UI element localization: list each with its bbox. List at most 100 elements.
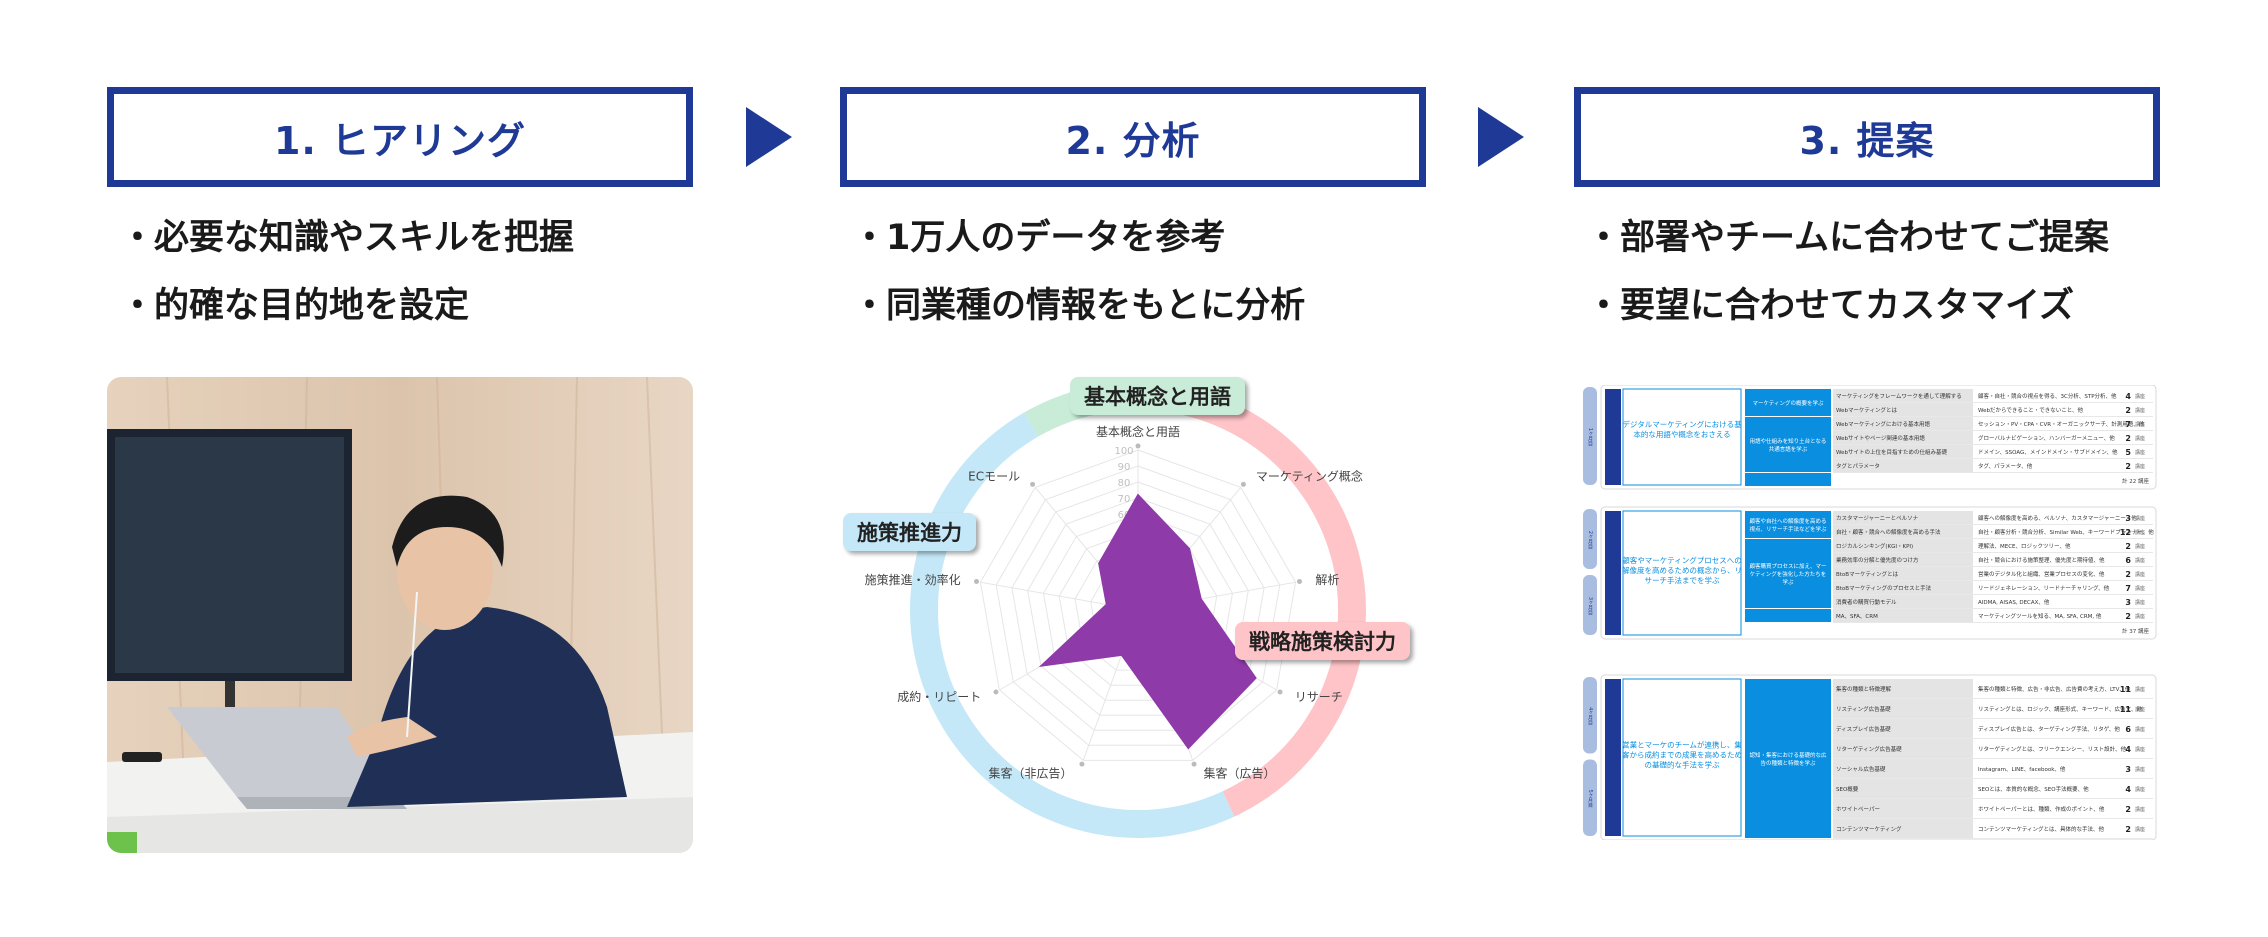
bullet-mark: ・ — [852, 217, 888, 258]
radar-axis-dot — [1240, 481, 1246, 487]
row-item-text: BtoBマーケティングとは — [1836, 570, 1899, 578]
group-label-line: 顧客や自社への解像度を高める — [1749, 517, 1826, 525]
row-item-cell — [1833, 699, 1973, 718]
hearing-photo — [107, 377, 693, 853]
radar-axis-label: リサーチ — [1295, 690, 1343, 704]
row-desc-cell — [1975, 431, 2109, 444]
row-desc-text: Webだからできること・できないこと、他 — [1978, 406, 2083, 414]
row-desc-cell — [1975, 417, 2109, 430]
row-unit: 講座 — [2135, 686, 2145, 693]
block-title-box — [1622, 388, 1742, 486]
row-item-cell — [1833, 779, 1973, 798]
month-label: 5ヶ月目 — [1587, 790, 1593, 810]
row-item-cell — [1833, 759, 1973, 778]
block-title-line: の基礎的な手法を学ぶ — [1645, 760, 1720, 770]
row-desc-text: コンテンツマーケティングとは、具体的な手法、他 — [1978, 825, 2105, 833]
bullet-mark: ・ — [1586, 285, 1622, 326]
month-tab — [1583, 387, 1597, 485]
month-tab — [1583, 677, 1597, 754]
arrow-right-icon — [1478, 107, 1524, 167]
row-unit: 講座 — [2135, 726, 2145, 733]
row-count: 2 — [2125, 825, 2131, 834]
row-desc-cell — [1975, 567, 2109, 580]
block-title-box — [1622, 510, 1742, 636]
row-desc-text: リスティングとは、ロジック、講座形式、キーワード、広告文、他 — [1978, 705, 2142, 713]
group-label-line: ケティングを強化した方たちを — [1750, 570, 1827, 578]
block-title-line: 営業とマーケのチームが連携し、集 — [1622, 740, 1742, 750]
row-desc-cell — [1975, 679, 2109, 698]
row-item-text: 消費者の購買行動モデル — [1836, 598, 1897, 606]
radar-axis-label: 集客（広告） — [1204, 766, 1276, 781]
radar-scale-tick: 90 — [1118, 462, 1131, 473]
row-desc-cell — [1975, 389, 2109, 402]
zone-strategy — [1179, 386, 1366, 817]
row-item-cell — [1833, 431, 1973, 444]
block-number: 03 — [1604, 751, 1622, 767]
row-desc-text: グローバルナビゲーション、ハンバーガーメニュー、他 — [1978, 434, 2115, 442]
group-label-line: マーケティングの概要を学ぶ — [1752, 399, 1824, 407]
row-unit: 講座 — [2135, 557, 2145, 564]
month-tab — [1583, 759, 1597, 836]
row-unit: 講座 — [2135, 806, 2145, 813]
row-item-cell — [1833, 511, 1973, 524]
block-total: 計 22 講座 — [2122, 477, 2149, 485]
row-desc-cell — [1975, 403, 2109, 416]
radar-scale-tick: 100 — [1114, 446, 1133, 457]
row-count: 2 — [2125, 542, 2131, 551]
row-desc-cell — [1975, 459, 2109, 472]
row-unit: 講座 — [2135, 585, 2145, 592]
radar-axis-dot — [1297, 579, 1303, 585]
block-title-line: サーチ手法までを学ぶ — [1645, 575, 1720, 585]
row-item-cell — [1833, 819, 1973, 838]
row-item-text: Webサイトの上位を目指すための仕組み基礎 — [1836, 448, 1947, 456]
month-label: 1ヶ月目 — [1587, 428, 1593, 448]
row-desc-text: AIDMA, AISAS, DECAX、他 — [1978, 598, 2050, 606]
step-title: 1. ヒアリング — [273, 118, 527, 163]
row-unit: 講座 — [2135, 515, 2145, 522]
row-count: 2 — [2125, 570, 2131, 579]
radar-axis-label: 解析 — [1315, 573, 1339, 587]
row-desc-cell — [1975, 739, 2109, 758]
row-item-cell — [1833, 459, 1973, 472]
row-item-cell — [1833, 403, 1973, 416]
row-unit: 講座 — [2135, 407, 2145, 414]
step-title: 3. 提案 — [1799, 118, 1935, 163]
row-item-cell — [1833, 525, 1973, 538]
skill-radar-chart: 102030405060708090100 基本概念と用語マーケティング概念解析… — [840, 370, 1440, 860]
radar-axis-label: ECモール — [968, 470, 1020, 484]
row-count: 2 — [2125, 462, 2131, 471]
row-desc-cell — [1975, 799, 2109, 818]
radar-axis-dot — [1191, 761, 1197, 767]
row-desc-cell — [1975, 759, 2109, 778]
row-desc-text: Instagram、LINE、facebook、他 — [1978, 765, 2066, 773]
step-header-proposal: 3. 提案 — [1574, 87, 2160, 187]
row-item-cell — [1833, 581, 1973, 594]
radar-axis-dot — [973, 579, 979, 585]
group-label-line: 視点、リサーチ手法などを学ぶ — [1749, 525, 1827, 533]
row-unit: 講座 — [2135, 529, 2145, 536]
row-desc-cell — [1975, 525, 2109, 538]
group-cell — [1745, 417, 1831, 472]
step-header-hearing: 1. ヒアリング — [107, 87, 693, 187]
row-count: 6 — [2125, 725, 2131, 734]
group-label-line: 用語や仕組みを知り土台となる — [1750, 437, 1827, 445]
step-title: 2. 分析 — [1065, 118, 1201, 163]
row-count: 2 — [2125, 406, 2131, 415]
row-desc-cell — [1975, 445, 2109, 458]
row-item-text: リスティング広告基礎 — [1836, 705, 1891, 713]
bullet-item: ・同業種の情報をもとに分析 — [852, 268, 1452, 336]
row-unit: 講座 — [2135, 571, 2145, 578]
row-item-text: MA、SFA、CRM — [1836, 614, 1878, 620]
block-number: 01 — [1604, 430, 1622, 446]
row-item-text: タグとパラメータ — [1836, 462, 1880, 470]
row-unit: 講座 — [2135, 613, 2145, 620]
row-desc-text: セッション・PV・CPA・CVR・オーガニックサーチ、計測用語、他 — [1978, 420, 2145, 428]
radar-grid-ring — [995, 465, 1281, 746]
row-desc-text: マーケティングツールを知る、MA, SFA, CRM, 他 — [1978, 612, 2102, 620]
row-item-text: ロジカルシンキング(KGI・KPI) — [1836, 542, 1913, 550]
arrow-right-icon — [746, 107, 792, 167]
block-stripe — [1605, 389, 1621, 485]
radar-scale-tick: 80 — [1118, 478, 1131, 489]
